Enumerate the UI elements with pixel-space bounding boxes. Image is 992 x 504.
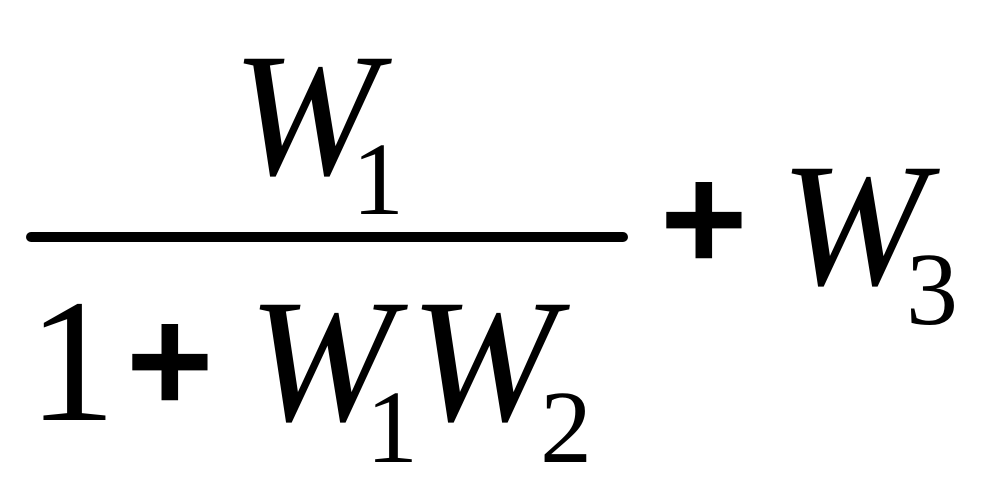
denominator: 1 + W 1 W 2	[28, 264, 592, 485]
outer-plus-operator: +	[660, 134, 748, 302]
denominator-constant: 1	[28, 264, 116, 459]
outer-term-subscript: 3	[906, 232, 958, 347]
numerator: W 1	[232, 18, 404, 237]
denominator-term1-variable: W	[248, 264, 408, 459]
outer-term: W 3	[780, 128, 958, 347]
denominator-term2-variable: W	[410, 264, 570, 459]
denominator-term2-subscript: 2	[540, 370, 592, 485]
numerator-subscript: 1	[352, 122, 404, 237]
denominator-term1-subscript: 1	[366, 370, 418, 485]
fraction-bar	[26, 232, 628, 242]
numerator-variable: W	[232, 18, 392, 213]
outer-term-variable: W	[780, 128, 940, 323]
denominator-plus-operator: +	[126, 276, 214, 444]
